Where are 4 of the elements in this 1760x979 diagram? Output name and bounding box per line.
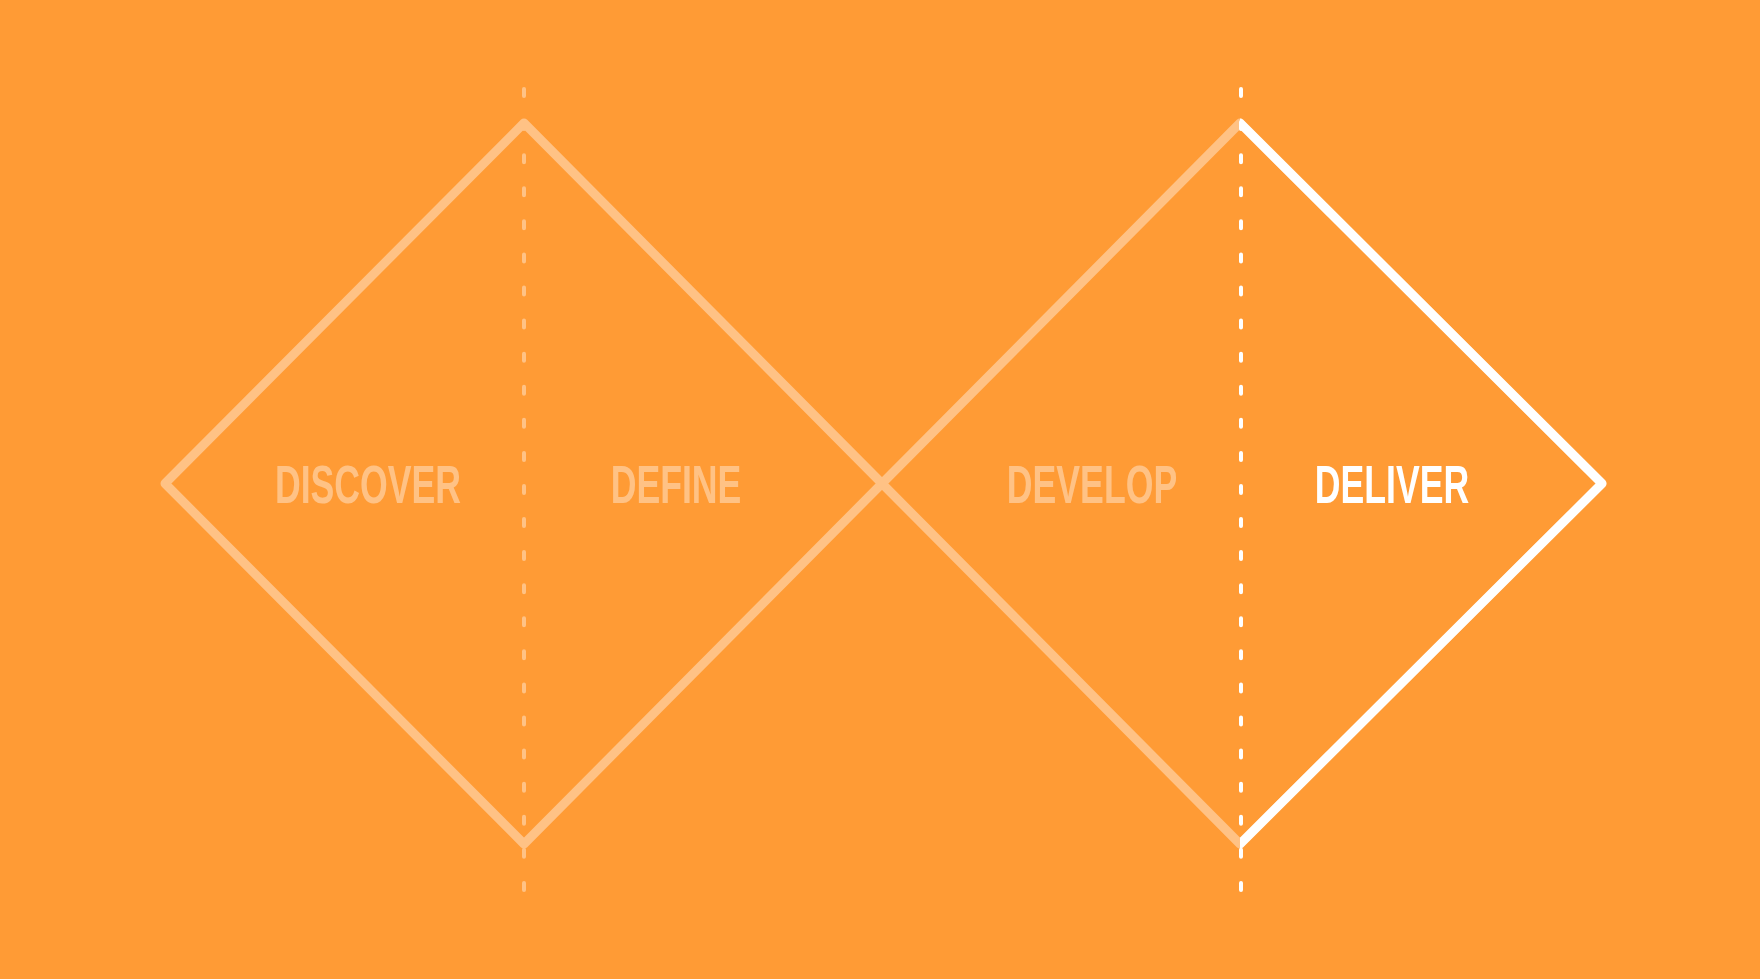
phase-label: DISCOVER bbox=[274, 463, 462, 505]
phase-label: DEVELOP bbox=[1006, 463, 1178, 505]
phase-label: DELIVER bbox=[1314, 463, 1470, 505]
phase-label: DEFINE bbox=[610, 463, 742, 505]
